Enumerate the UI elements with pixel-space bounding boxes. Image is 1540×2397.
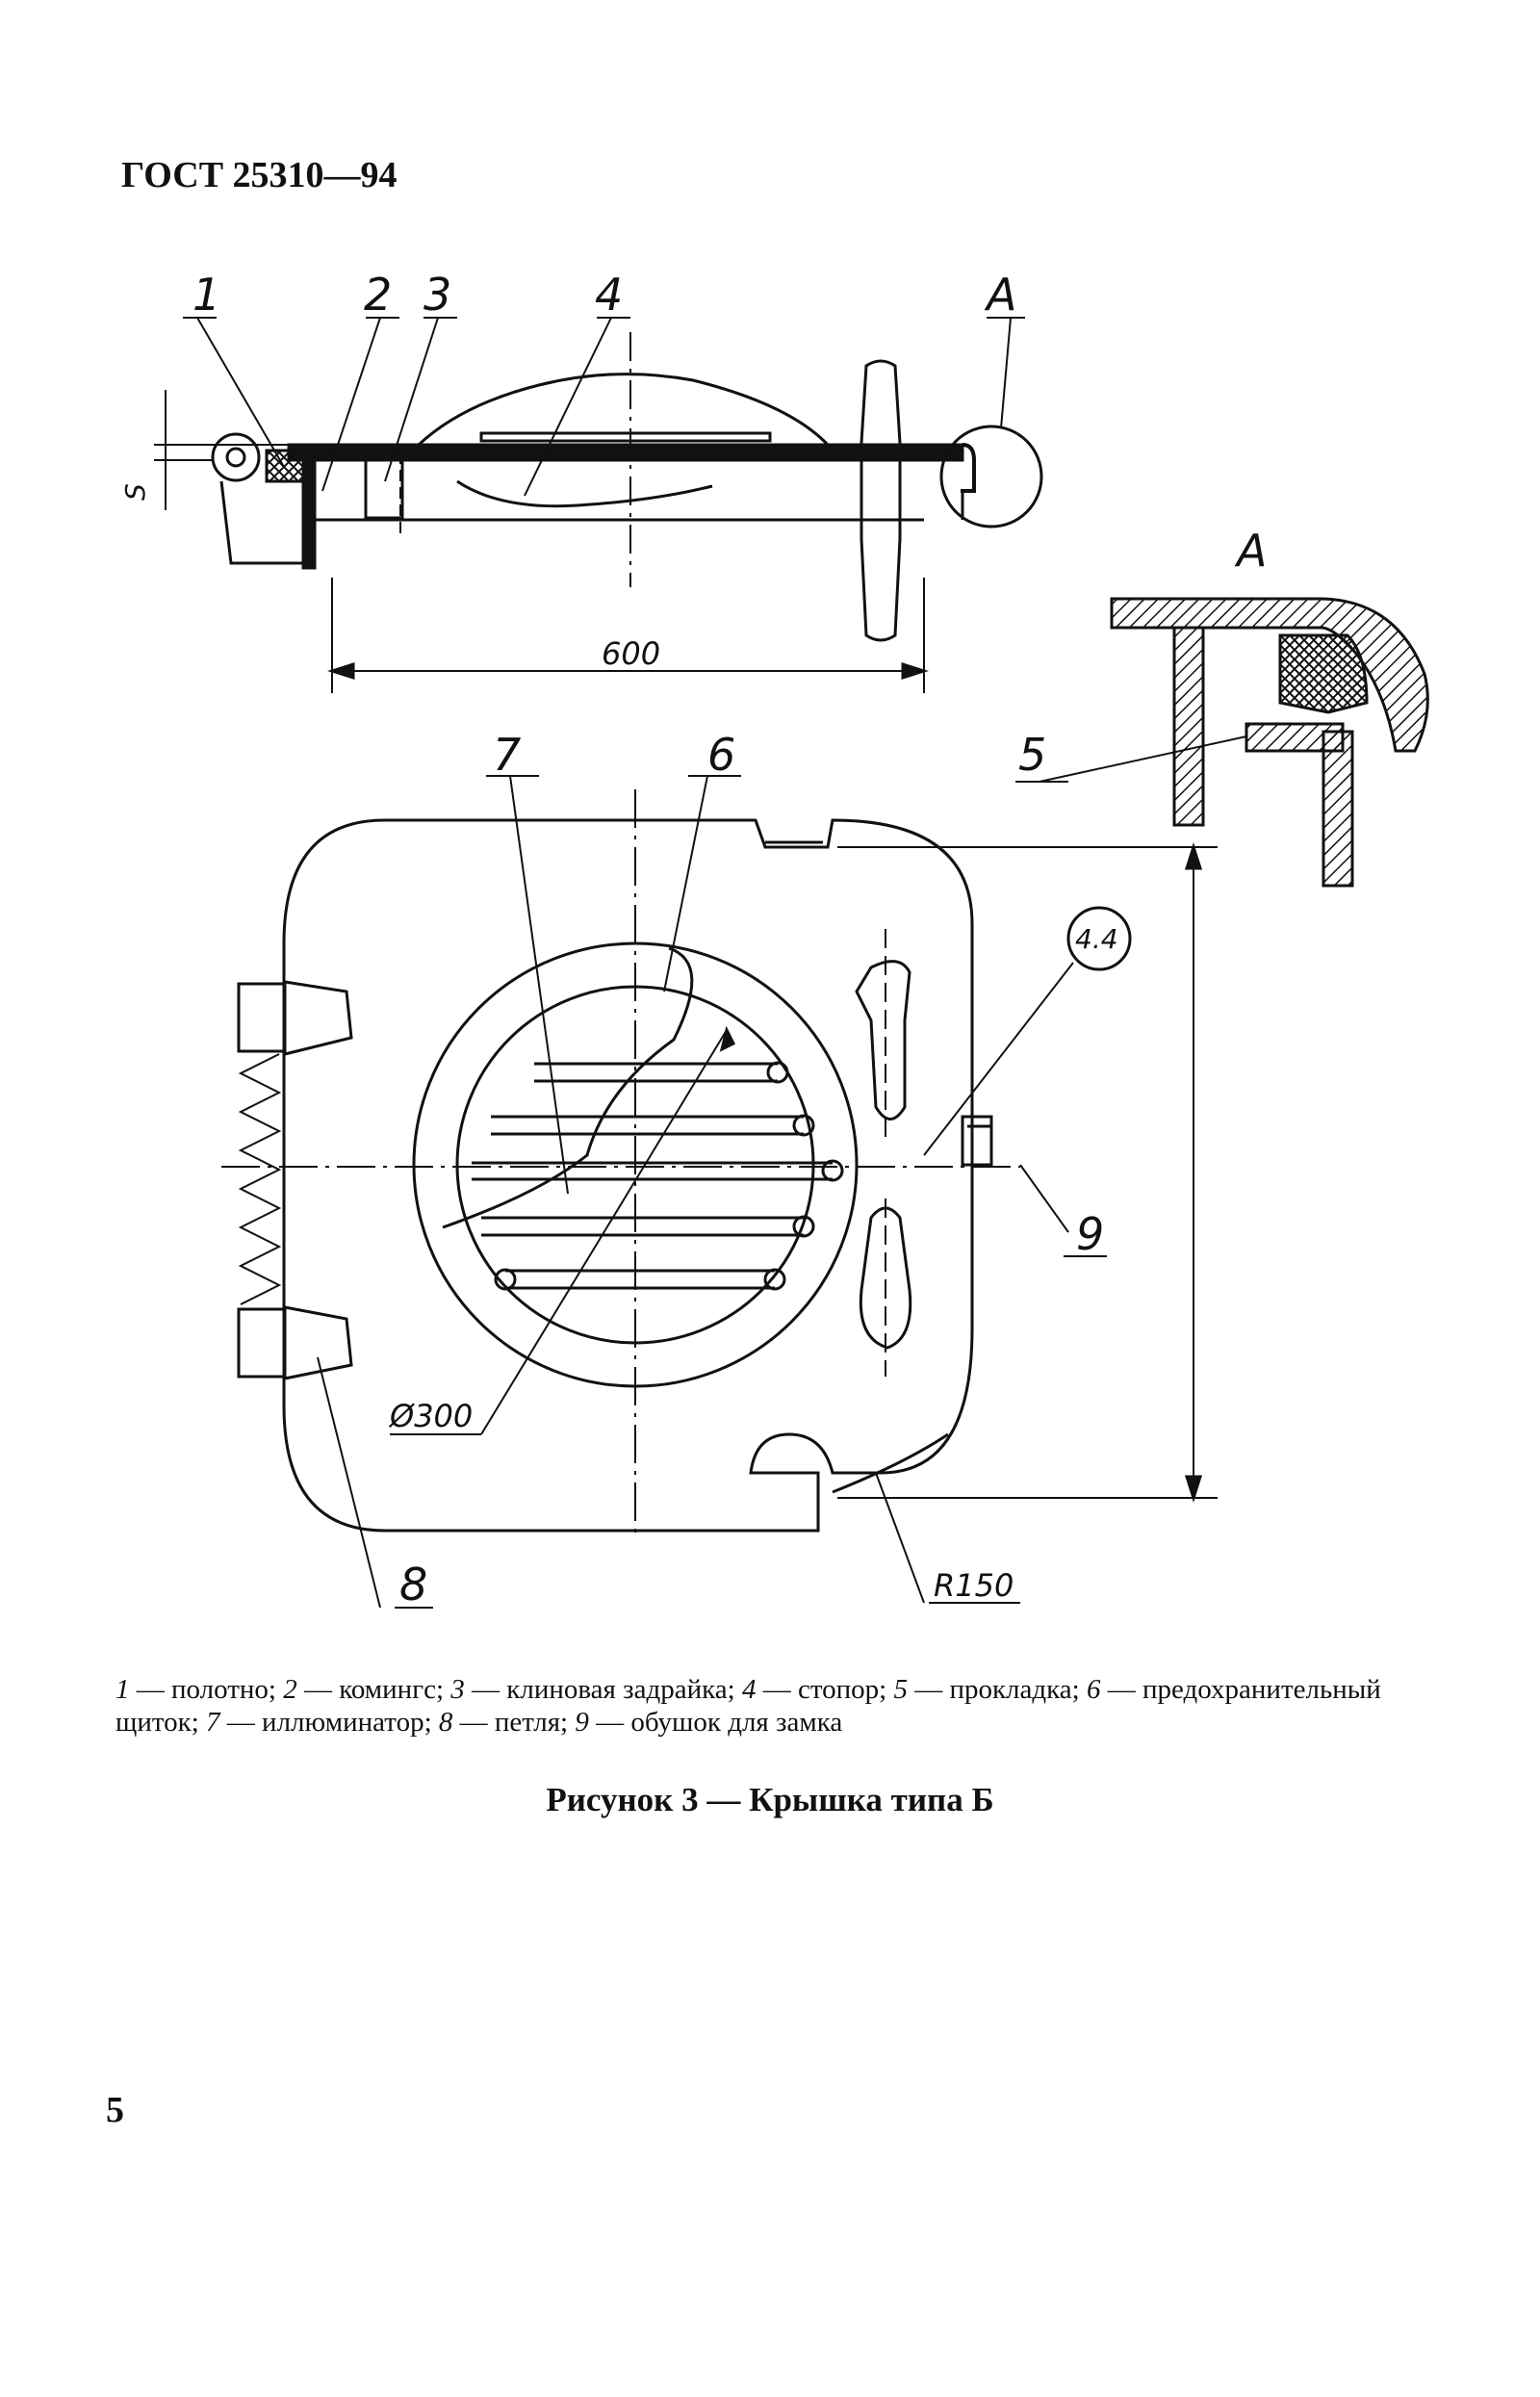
legend-text: — комингс;: [296, 1674, 451, 1705]
document-header: ГОСТ 25310—94: [121, 155, 398, 195]
label-r150: R150: [934, 1567, 1014, 1604]
legend-text: — иллюминатор;: [219, 1707, 439, 1738]
legend-text: — клиновая задрайка;: [464, 1674, 742, 1705]
legend-num: 4: [741, 1674, 757, 1705]
front-view: [221, 775, 1218, 1609]
label-6: 6: [707, 729, 735, 781]
legend-text: — обушок для замка: [588, 1707, 843, 1738]
thickness-callout: [1066, 906, 1132, 971]
drawing-labels: 1 2 3 4 A A 5 600 S 7 6 4.4 9 Ø300 8 R15…: [119, 269, 1267, 1611]
wedge-clamp: [364, 458, 404, 520]
lock-eye: [961, 1115, 993, 1167]
cover-plate: [287, 443, 964, 462]
label-2: 2: [364, 269, 392, 321]
label-thickness: 4.4: [1075, 923, 1118, 955]
label-dim-600: 600: [602, 635, 660, 672]
label-1: 1: [192, 269, 220, 321]
label-5: 5: [1018, 729, 1046, 781]
hinges: [237, 980, 353, 1380]
figure-legend: 1 — полотно; 2 — комингс; 3 — клиновая з…: [116, 1673, 1434, 1739]
legend-text: — стопор;: [756, 1674, 894, 1705]
label-a: A: [984, 269, 1016, 321]
stopper-housing: [417, 373, 830, 447]
label-7: 7: [493, 729, 521, 781]
legend-text: — предохранительный щиток;: [116, 1674, 1381, 1738]
label-8: 8: [399, 1559, 427, 1611]
label-4: 4: [595, 269, 623, 321]
label-diameter: Ø300: [388, 1398, 473, 1434]
legend-num: 6: [1087, 1674, 1101, 1705]
label-s: S: [119, 483, 151, 501]
legend-text: — петля;: [452, 1707, 576, 1738]
detail-a-coaming: [1322, 730, 1354, 888]
clamp-handle-top: [855, 960, 911, 1121]
handwheel: [860, 359, 902, 642]
hinge-edge: [238, 1053, 282, 1305]
detail-a-callout: [939, 425, 1043, 528]
legend-num: 1: [116, 1674, 130, 1705]
figure-caption: Рисунок 3 — Крышка типа Б: [546, 1781, 994, 1818]
technical-drawing: 1 2 3 4 A A 5 600 S 7 6 4.4 9 Ø300 8 R15…: [119, 269, 1429, 1611]
coaming: [301, 458, 317, 570]
legend-num: 5: [893, 1674, 908, 1705]
detail-a-gasket: [1278, 633, 1369, 714]
cover-outline: [282, 818, 974, 1533]
label-detail-a: A: [1234, 525, 1267, 577]
legend-num: 7: [206, 1707, 220, 1738]
legend-text: — прокладка;: [907, 1674, 1087, 1705]
page-number: 5: [106, 2090, 124, 2130]
hinge-pin: [211, 432, 261, 482]
legend-num: 9: [575, 1707, 589, 1738]
legend-num: 8: [438, 1707, 453, 1738]
legend-num: 2: [283, 1674, 297, 1705]
legend-text: — полотно;: [129, 1674, 284, 1705]
label-3: 3: [424, 269, 451, 321]
shield-bars: [472, 1061, 844, 1291]
section-view: [154, 317, 1043, 693]
label-9: 9: [1076, 1208, 1104, 1260]
legend-num: 3: [450, 1674, 465, 1705]
clamp-handle-bottom: [859, 1206, 912, 1350]
detail-a: [1015, 597, 1429, 888]
